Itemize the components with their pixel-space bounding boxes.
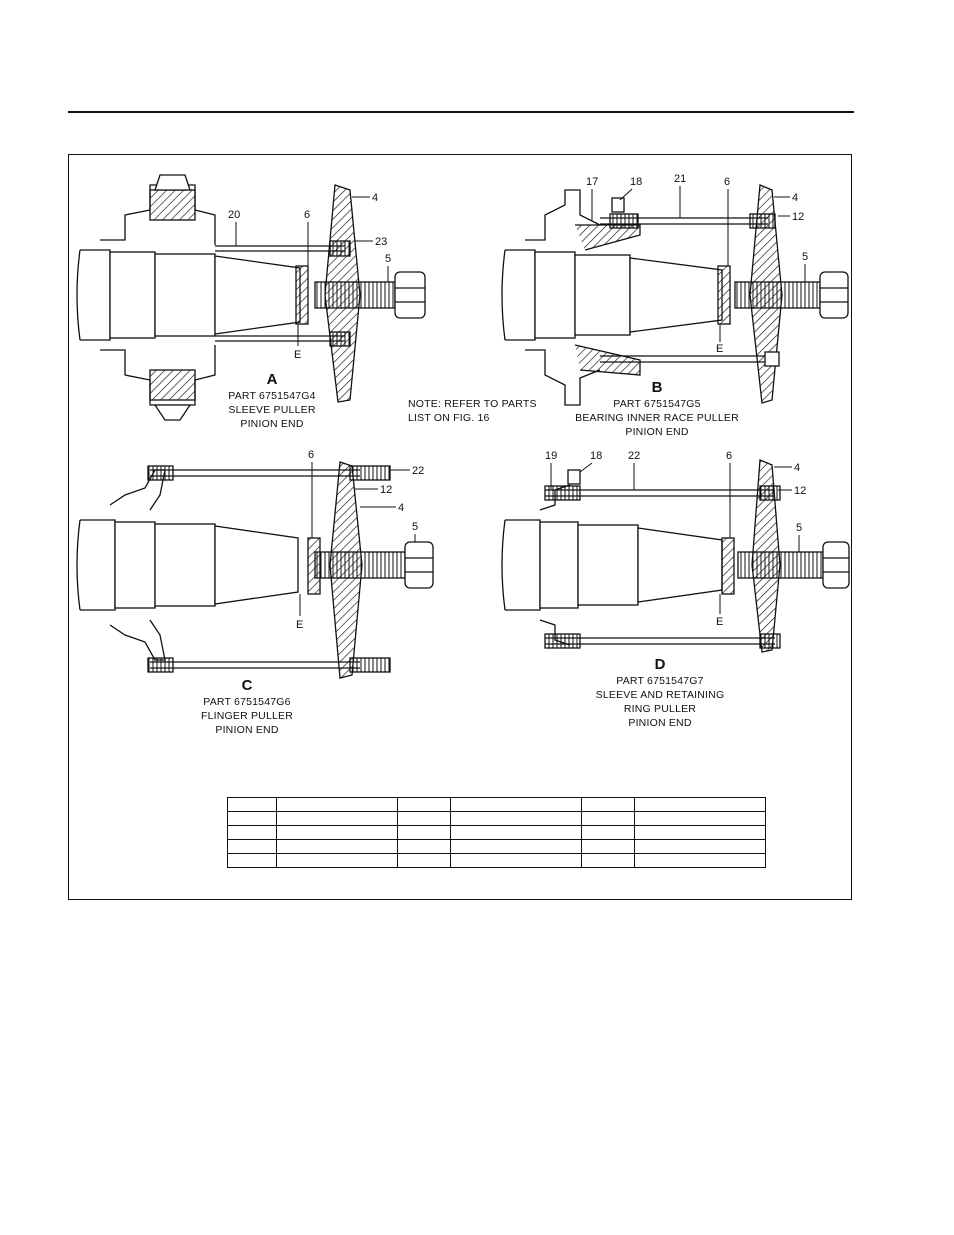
svg-text:17: 17 [586,176,598,188]
parts-table [227,797,766,868]
svg-text:12: 12 [792,211,804,223]
table-row [227,839,766,854]
svg-text:E: E [716,616,723,628]
table-cell [227,839,277,854]
panel-b-caption: B PART 6751547G5 BEARING INNER RACE PULL… [575,379,739,438]
table-cell [634,825,766,840]
panel-d-letter: D [655,656,666,673]
svg-text:6: 6 [726,450,732,462]
svg-text:FLINGER PULLER: FLINGER PULLER [201,710,293,722]
svg-text:22: 22 [412,465,424,477]
panel-c-drawing [76,461,434,679]
table-cell [397,825,451,840]
panel-a-callouts: 20 6 4 23 5 E [228,192,391,361]
svg-text:E: E [716,343,723,355]
panel-a-caption: A PART 6751547G4 SLEEVE PULLER PINION EN… [228,371,315,430]
svg-text:BEARING INNER RACE PULLER: BEARING INNER RACE PULLER [575,412,739,424]
table-cell [227,811,277,826]
table-cell [581,797,635,812]
svg-text:PINION END: PINION END [628,717,691,729]
table-cell [581,839,635,854]
svg-text:4: 4 [792,192,798,204]
table-cell [450,853,582,868]
svg-text:SLEEVE AND RETAINING: SLEEVE AND RETAINING [596,689,725,701]
svg-text:12: 12 [794,485,806,497]
panel-b-drawing [501,184,849,406]
svg-text:4: 4 [398,502,404,514]
svg-text:19: 19 [545,450,557,462]
table-cell [634,797,766,812]
svg-text:5: 5 [412,521,418,533]
svg-text:SLEEVE PULLER: SLEEVE PULLER [228,404,315,416]
svg-text:PART 6751547G7: PART 6751547G7 [616,675,703,687]
figure-frame [68,154,852,900]
table-cell [397,811,451,826]
panel-c-callouts: 6 22 12 4 5 E [296,449,424,631]
svg-text:RING PULLER: RING PULLER [624,703,696,715]
svg-text:5: 5 [796,522,802,534]
svg-text:E: E [296,619,303,631]
panel-c-caption: C PART 6751547G6 FLINGER PULLER PINION E… [201,677,293,736]
table-cell [276,825,398,840]
svg-text:5: 5 [802,251,808,263]
svg-text:18: 18 [630,176,642,188]
svg-text:18: 18 [590,450,602,462]
table-row [227,825,766,840]
table-cell [634,839,766,854]
svg-text:20: 20 [228,209,240,221]
table-cell [581,853,635,868]
panel-c-letter: C [242,677,253,694]
svg-text:23: 23 [375,236,387,248]
svg-text:22: 22 [628,450,640,462]
table-cell [450,839,582,854]
svg-text:4: 4 [794,462,800,474]
parts-list-note: NOTE: REFER TO PARTS LIST ON FIG. 16 [408,398,537,424]
table-row [227,797,766,812]
table-cell [450,797,582,812]
table-cell [227,825,277,840]
panel-b-letter: B [652,379,663,396]
svg-text:4: 4 [372,192,378,204]
table-cell [276,853,398,868]
svg-text:PART 6751547G5: PART 6751547G5 [613,398,700,410]
header-rule [68,111,854,113]
svg-text:6: 6 [724,176,730,188]
svg-text:PART 6751547G6: PART 6751547G6 [203,696,290,708]
table-cell [634,811,766,826]
svg-text:PINION END: PINION END [215,724,278,736]
table-cell [397,797,451,812]
table-cell [581,825,635,840]
table-row [227,853,766,868]
svg-text:6: 6 [308,449,314,461]
svg-text:E: E [294,349,301,361]
svg-text:12: 12 [380,484,392,496]
svg-text:5: 5 [385,253,391,265]
panel-a-letter: A [267,371,278,388]
svg-text:PINION END: PINION END [625,426,688,438]
panel-d-drawing [501,459,850,653]
table-cell [276,797,398,812]
table-cell [397,839,451,854]
panel-b-callouts: 17 18 21 6 4 12 5 E [586,173,808,355]
table-cell [581,811,635,826]
panel-a-drawing [76,174,426,421]
table-row [227,811,766,826]
svg-text:PINION END: PINION END [240,418,303,430]
panel-d-caption: D PART 6751547G7 SLEEVE AND RETAINING RI… [596,656,725,729]
svg-text:LIST ON FIG. 16: LIST ON FIG. 16 [408,412,490,424]
svg-text:NOTE: REFER TO PARTS: NOTE: REFER TO PARTS [408,398,537,410]
table-cell [450,825,582,840]
table-cell [450,811,582,826]
svg-text:21: 21 [674,173,686,185]
svg-text:6: 6 [304,209,310,221]
table-cell [276,811,398,826]
table-cell [634,853,766,868]
svg-text:PART 6751547G4: PART 6751547G4 [228,390,315,402]
table-cell [276,839,398,854]
table-cell [397,853,451,868]
table-cell [227,853,277,868]
panel-d-callouts: 19 18 22 6 4 12 5 E [545,450,806,628]
table-cell [227,797,277,812]
